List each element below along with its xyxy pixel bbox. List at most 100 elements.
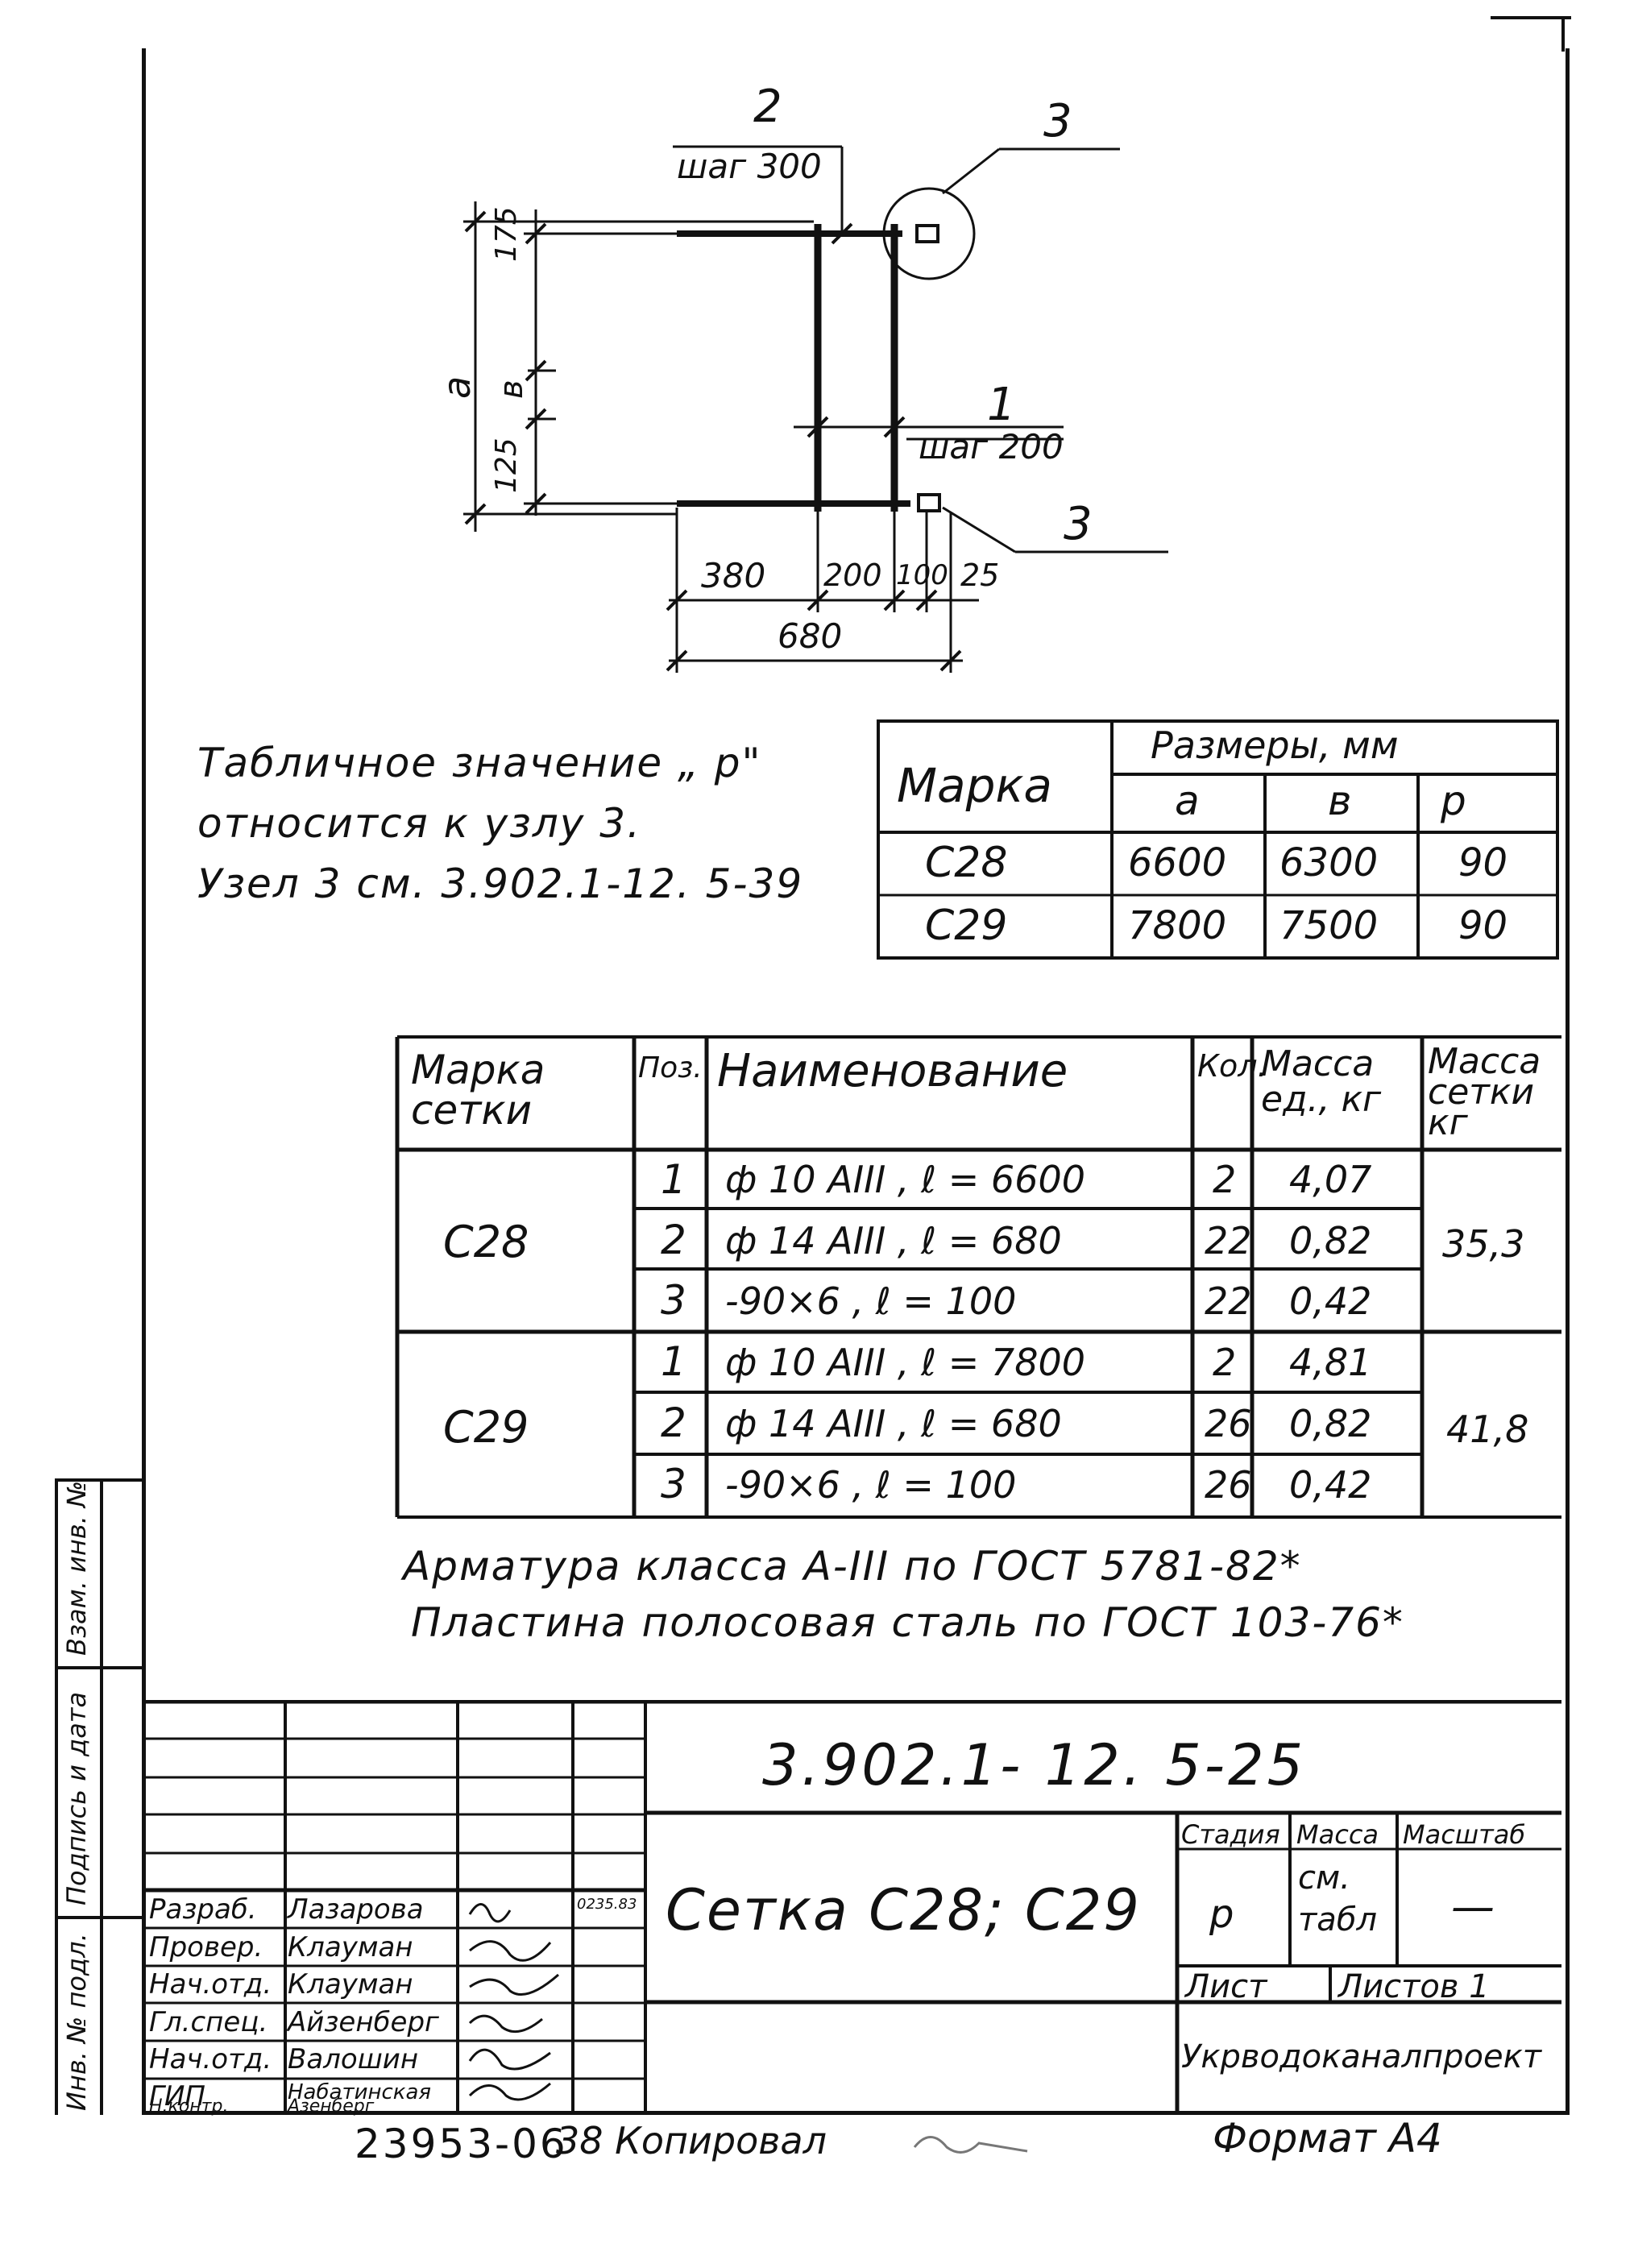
sizes-row-mark: С29 — [925, 902, 1008, 950]
spec-row-name: -90×6 , ℓ = 100 — [725, 1279, 1017, 1323]
label-pos3-top: 3 — [1043, 95, 1072, 147]
spec-header-mass-mesh: Масса сетки кг — [1428, 1041, 1541, 1143]
spec-row-pos: 3 — [661, 1277, 686, 1324]
sizes-col-a: а — [1175, 777, 1200, 824]
spec-row-mass: 0,82 — [1289, 1219, 1372, 1263]
signer-name: Лазарова — [288, 1893, 424, 1926]
spec-row-qty: 22 — [1205, 1219, 1252, 1263]
spec-header-mark: Марка сетки — [411, 1047, 545, 1134]
sizes-header-sizes: Размеры, мм — [1151, 724, 1399, 767]
stamp-podpis-data: Подпись и дата — [61, 1691, 92, 1905]
organization: Укрводоканалпроект — [1181, 2038, 1542, 2075]
footer-copied: 38 Копировал — [556, 2119, 827, 2162]
dim-a: а — [435, 375, 479, 399]
sheets-label: Листов 1 — [1338, 1968, 1490, 2005]
spec-row-name: ф 10 АIII , ℓ = 6600 — [725, 1158, 1085, 1201]
signer-role: Нач.отд. — [149, 1968, 272, 2001]
spec-row-pos: 1 — [661, 1338, 686, 1385]
signer-name: Азенберг — [288, 2096, 375, 2117]
label-pos2-step: шаг 300 — [677, 147, 822, 186]
spec-row-mass: 0,42 — [1289, 1279, 1372, 1323]
spec-row-pos: 2 — [661, 1399, 686, 1446]
doc-title: Сетка С28; С29 — [666, 1877, 1141, 1943]
spec-row-qty: 26 — [1205, 1402, 1252, 1445]
signer-role: ГИП — [149, 2080, 205, 2113]
scale-value: — — [1451, 1881, 1495, 1932]
spec-header-mass-unit: Масса ед., кг — [1261, 1043, 1382, 1120]
signer-role: Нач.отд. — [149, 2043, 272, 2075]
note-rebar: Арматура класса А-III по ГОСТ 5781-82* — [403, 1543, 1302, 1590]
spec-row-mass: 4,81 — [1289, 1341, 1372, 1384]
label-pos1: 1 — [987, 379, 1016, 431]
side-stamp: Взам. инв. № Подпись и дата Инв. № подл. — [55, 1478, 146, 2115]
sizes-row-a: 6600 — [1128, 840, 1227, 885]
spec-table: Марка сетки Поз. Наименование Кол. Масса… — [395, 1035, 1561, 1519]
signer-role: Н.контр. — [149, 2096, 229, 2117]
frame-top-tick — [1491, 16, 1571, 19]
sizes-table: Марка Размеры, мм а в р С28 6600 6300 90… — [877, 719, 1559, 960]
spec-row-name: ф 10 АIII , ℓ = 7800 — [725, 1341, 1085, 1384]
spec-group-mark: С28 — [443, 1217, 529, 1267]
spec-row-qty: 2 — [1213, 1158, 1237, 1201]
signer-name: Клауман — [288, 1931, 413, 1963]
dim-175: 175 — [490, 206, 523, 262]
note-line-3: Узел 3 см. 3.902.1-12. 5-39 — [197, 860, 804, 907]
stamp-inv-podl: Инв. № подл. — [61, 1933, 92, 2111]
sizes-col-p: р — [1441, 777, 1466, 824]
drawing-frame — [142, 48, 1570, 2115]
spec-row-pos: 2 — [661, 1217, 686, 1263]
spec-row-qty: 22 — [1205, 1279, 1252, 1323]
spec-row-pos: 1 — [661, 1156, 686, 1203]
signer-role: Разраб. — [149, 1893, 257, 1926]
dim-100: 100 — [896, 559, 948, 591]
dim-b: в — [493, 379, 530, 399]
spec-row-mass: 4,07 — [1289, 1158, 1372, 1201]
sizes-row-p: 90 — [1458, 903, 1508, 948]
dim-25: 25 — [960, 558, 1000, 593]
stage-value: р — [1209, 1892, 1234, 1937]
scale-label: Масштаб — [1403, 1819, 1526, 1850]
sizes-col-b: в — [1328, 777, 1352, 824]
spec-group-mass: 35,3 — [1442, 1222, 1525, 1266]
label-pos2: 2 — [753, 81, 782, 133]
spec-row-name: ф 14 АIII , ℓ = 680 — [725, 1219, 1062, 1263]
spec-group-mass: 41,8 — [1446, 1408, 1529, 1451]
signature-marks — [468, 1903, 559, 2101]
spec-row-pos: 3 — [661, 1461, 686, 1507]
stage-label: Стадия — [1181, 1819, 1280, 1850]
copier-signature — [913, 2136, 1028, 2154]
label-pos3-bottom: 3 — [1064, 498, 1093, 550]
note-plate: Пластина полосовая сталь по ГОСТ 103-76* — [411, 1599, 1404, 1646]
note-line-2: относится к узлу 3. — [197, 800, 641, 847]
sizes-row-b: 7500 — [1279, 903, 1379, 948]
dim-200: 200 — [823, 558, 882, 593]
mesh-drawing — [463, 145, 1168, 673]
spec-row-name: -90×6 , ℓ = 100 — [725, 1463, 1017, 1507]
signer-name: Айзенберг — [288, 2006, 439, 2038]
sheet-label: Лист — [1185, 1968, 1267, 2005]
label-pos1-step: шаг 200 — [919, 427, 1064, 466]
signer-role: Гл.спец. — [149, 2006, 268, 2038]
dim-680: 680 — [778, 616, 843, 656]
sizes-row-b: 6300 — [1279, 840, 1379, 885]
signer-role: Провер. — [149, 1931, 263, 1963]
plate-top — [915, 224, 939, 243]
mass-value: см. табл — [1298, 1860, 1378, 1938]
sizes-row-mark: С28 — [925, 839, 1008, 887]
dim-125: 125 — [490, 437, 523, 493]
spec-row-name: ф 14 АIII , ℓ = 680 — [725, 1402, 1062, 1445]
spec-header-qty: Кол. — [1197, 1048, 1267, 1084]
sizes-row-a: 7800 — [1128, 903, 1227, 948]
sizes-row-p: 90 — [1458, 840, 1508, 885]
frame-top-tick-2 — [1561, 16, 1565, 52]
signer-date: 0235.83 — [577, 1896, 637, 1913]
signer-name: Валошин — [288, 2043, 419, 2075]
spec-header-pos: Поз. — [638, 1051, 703, 1084]
spec-row-mass: 0,42 — [1289, 1463, 1372, 1507]
stamp-vzam-inv: Взам. инв. № — [61, 1480, 92, 1656]
spec-group-mark: С29 — [443, 1402, 529, 1453]
plate-bottom — [917, 493, 941, 512]
note-line-1: Табличное значение „ р" — [197, 740, 762, 786]
mass-label: Масса — [1296, 1819, 1379, 1850]
footer-number: 23953-06 — [355, 2121, 568, 2167]
